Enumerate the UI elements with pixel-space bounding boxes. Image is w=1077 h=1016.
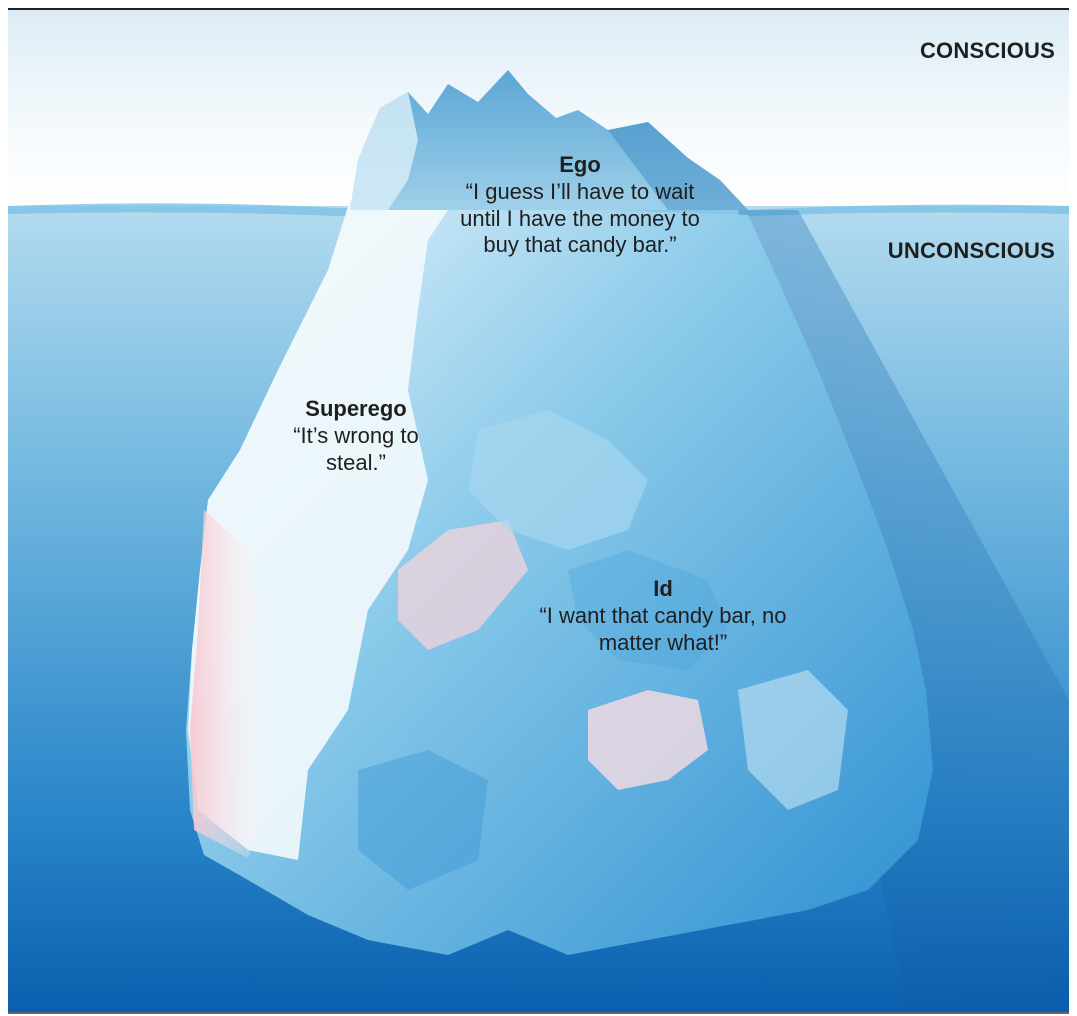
ego-quote: “I guess I’ll have to wait until I have … (460, 178, 700, 258)
ego-name: Ego (559, 152, 601, 177)
iceberg-patch-a (468, 410, 648, 550)
id-quote: “I want that candy bar, no matter what!” (539, 602, 787, 655)
iceberg-tip-highlight (350, 92, 418, 210)
iceberg-patch-b (738, 670, 848, 810)
iceberg-diagram: CONSCIOUS UNCONSCIOUS Ego “I guess I’ll … (8, 8, 1069, 1014)
iceberg-patch-d (568, 550, 728, 670)
iceberg-pink-patch-2 (588, 690, 708, 790)
unconscious-label: UNCONSCIOUS (887, 238, 1055, 263)
superego-name: Superego (305, 396, 407, 421)
iceberg-illustration (8, 10, 1069, 1012)
ego-label: Ego “I guess I’ll have to wait until I h… (454, 152, 706, 259)
id-name: Id (653, 576, 673, 601)
conscious-label: CONSCIOUS (919, 38, 1055, 63)
iceberg-pink-patch (398, 520, 528, 650)
superego-label: Superego “It’s wrong to steal.” (278, 396, 434, 476)
iceberg-tip-shade (608, 122, 748, 210)
iceberg-pink-tint (190, 510, 278, 858)
id-label: Id “I want that candy bar, no matter wha… (518, 576, 808, 656)
superego-quote: “It’s wrong to steal.” (293, 422, 419, 475)
iceberg-patch-c (358, 750, 488, 890)
